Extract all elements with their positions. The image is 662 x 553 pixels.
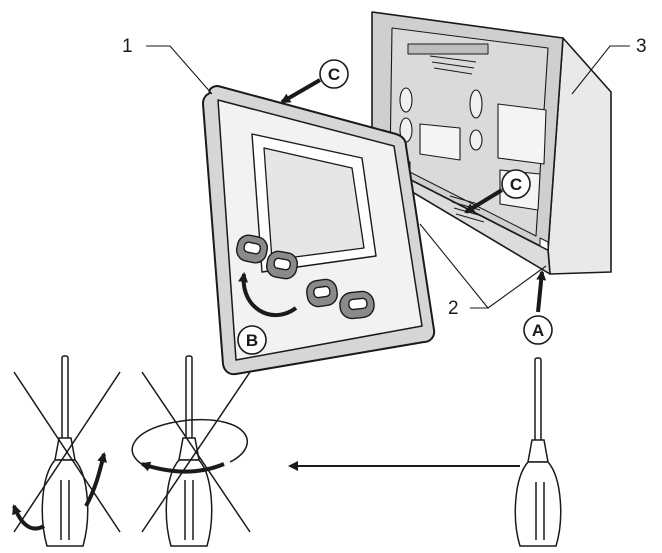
panel-buttons xyxy=(235,234,375,320)
curved-arrow-icon xyxy=(238,272,298,318)
callout-clips: 2 xyxy=(448,298,459,319)
svg-text:B: B xyxy=(246,331,258,350)
callout-wall-base: 3 xyxy=(636,36,647,57)
step-marker-c-base: C xyxy=(501,169,531,199)
straight-arrow-icon xyxy=(280,78,547,471)
curved-arrow-icon xyxy=(140,461,225,474)
screwdriver-icon xyxy=(165,355,213,547)
prohibited-cross-icon xyxy=(13,371,121,533)
screwdriver-icon xyxy=(514,357,562,547)
callout-front-panel: 1 xyxy=(122,36,133,57)
rotation-ellipse xyxy=(131,418,248,469)
svg-text:C: C xyxy=(510,175,522,194)
screwdriver-icon xyxy=(41,355,89,547)
step-marker-a: A xyxy=(523,315,553,345)
step-marker-c-panel: C xyxy=(319,59,349,89)
prohibited-cross-icon xyxy=(141,371,251,533)
svg-text:A: A xyxy=(532,321,544,340)
curved-arrow-icon xyxy=(12,452,107,531)
step-marker-b: B xyxy=(237,325,267,355)
svg-text:C: C xyxy=(328,65,340,84)
